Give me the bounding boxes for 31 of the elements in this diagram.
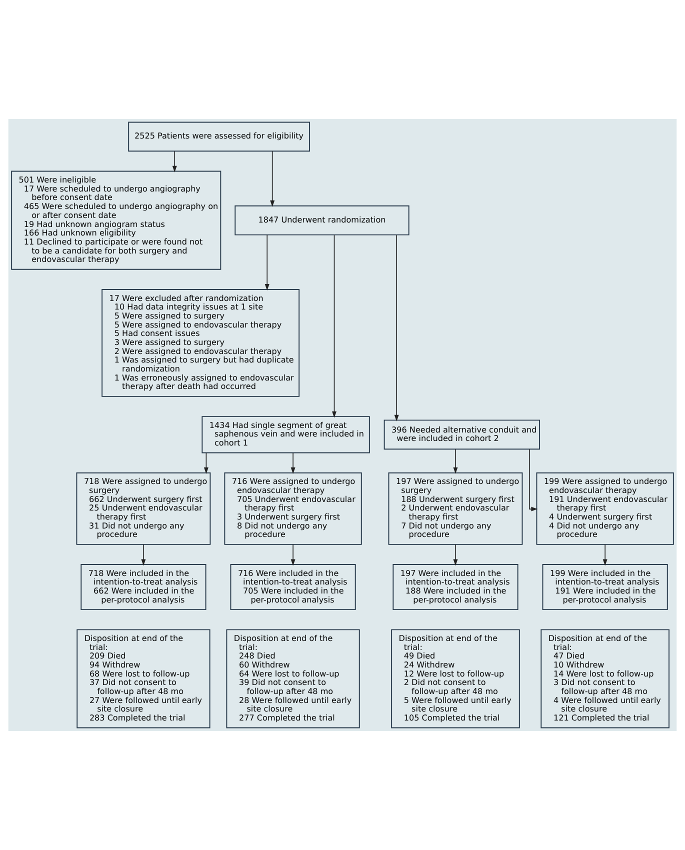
arrow	[453, 448, 458, 474]
node-box: 17 Were excluded after randomization 10 Had data integrity issues at 1 site 5 Were assigned to surgery 5 Were assigned to endovascular therapy 5 Had consent issues 3 Were assigned to surgery 2 Were assigned to endovascular therapy 1 Was assigned to surgery but had duplicate randomization 1 Was erroneously assigned to endovascular therapy after death had occurred	[102, 289, 300, 397]
node-box: 718 Were included in the intention-to-treat analysis 662 Were included in the per-protocol analysis	[80, 564, 206, 610]
arrow	[453, 544, 458, 566]
node-box: Disposition at end of the trial: 49 Died 24 Withdrew 12 Were lost to follow-up 2 Did not consent to follow-up after 48 mo 5 Were followed until early site closure 105 Completed the trial	[391, 629, 520, 728]
node-box: 199 Were included in the intention-to-treat analysis 191 Were included in the per-protocol analysis	[542, 564, 668, 610]
arrow	[264, 234, 270, 290]
node-box: 1434 Had single segment of great saphenous vein and were included in cohort 1	[202, 416, 370, 454]
arrow	[529, 448, 538, 512]
node-box: 1847 Underwent randomization	[234, 205, 410, 236]
arrow	[332, 234, 337, 418]
node-box: 197 Were assigned to undergo surgery 188 Underwent surgery first 2 Underwent endovascular therapy first 7 Did not undergo any procedure	[388, 472, 523, 545]
node-box: Disposition at end of the trial: 248 Died 60 Withdrew 64 Were lost to follow-up 39 Did not consent to follow-up after 48 mo 28 Were followed until early site closure 277 Completed the trial	[226, 629, 360, 728]
arrow	[394, 234, 399, 422]
node-box: 2525 Patients were assessed for eligibility	[128, 122, 310, 152]
arrow	[270, 150, 275, 207]
node-box: 716 Were included in the intention-to-treat analysis 705 Were included in the per-protocol analysis	[230, 564, 356, 610]
arrow	[141, 544, 146, 566]
arrow	[290, 452, 296, 474]
arrow	[172, 150, 177, 172]
node-box: 501 Were ineligible 17 Were scheduled to undergo angiography before consent date 465 Were scheduled to undergo angiography on or after consent date 19 Had unknown angiogram status 166 Had unknown eligibility 11 Declined to participate or were found not to be a candidate for both surgery and endovascular therapy	[11, 170, 222, 270]
node-box: Disposition at end of the trial: 47 Died 10 Withdrew 14 Were lost to follow-up 3 Did not consent to follow-up after 48 mo 4 Were followed until early site closure 121 Completed the trial	[540, 629, 670, 728]
arrow	[602, 544, 608, 566]
node-box: 718 Were assigned to undergo surgery 662 Underwent surgery first 25 Underwent endovascular therapy first 31 Did not undergo any procedure	[76, 472, 211, 545]
node-box: 396 Needed alternative conduit and were included in cohort 2	[384, 420, 540, 450]
node-box: 716 Were assigned to undergo endovascular therapy 705 Underwent endovascular therapy first 3 Underwent surgery first 8 Did not undergo any procedure	[224, 472, 362, 545]
arrow	[204, 452, 208, 474]
node-box: 199 Were assigned to undergo endovascular therapy 191 Underwent endovascular therapy first 4 Underwent surgery first 4 Did not undergo any procedure	[536, 472, 674, 545]
node-box: 197 Were included in the intention-to-treat analysis 188 Were included in the per-protocol analysis	[392, 564, 518, 610]
arrow	[290, 544, 296, 566]
node-box: Disposition at end of the trial: 209 Died 94 Withdrew 68 Were lost to follow-up 37 Did not consent to follow-up after 48 mo 27 Were followed until early site closure 283 Completed the trial	[76, 629, 210, 728]
